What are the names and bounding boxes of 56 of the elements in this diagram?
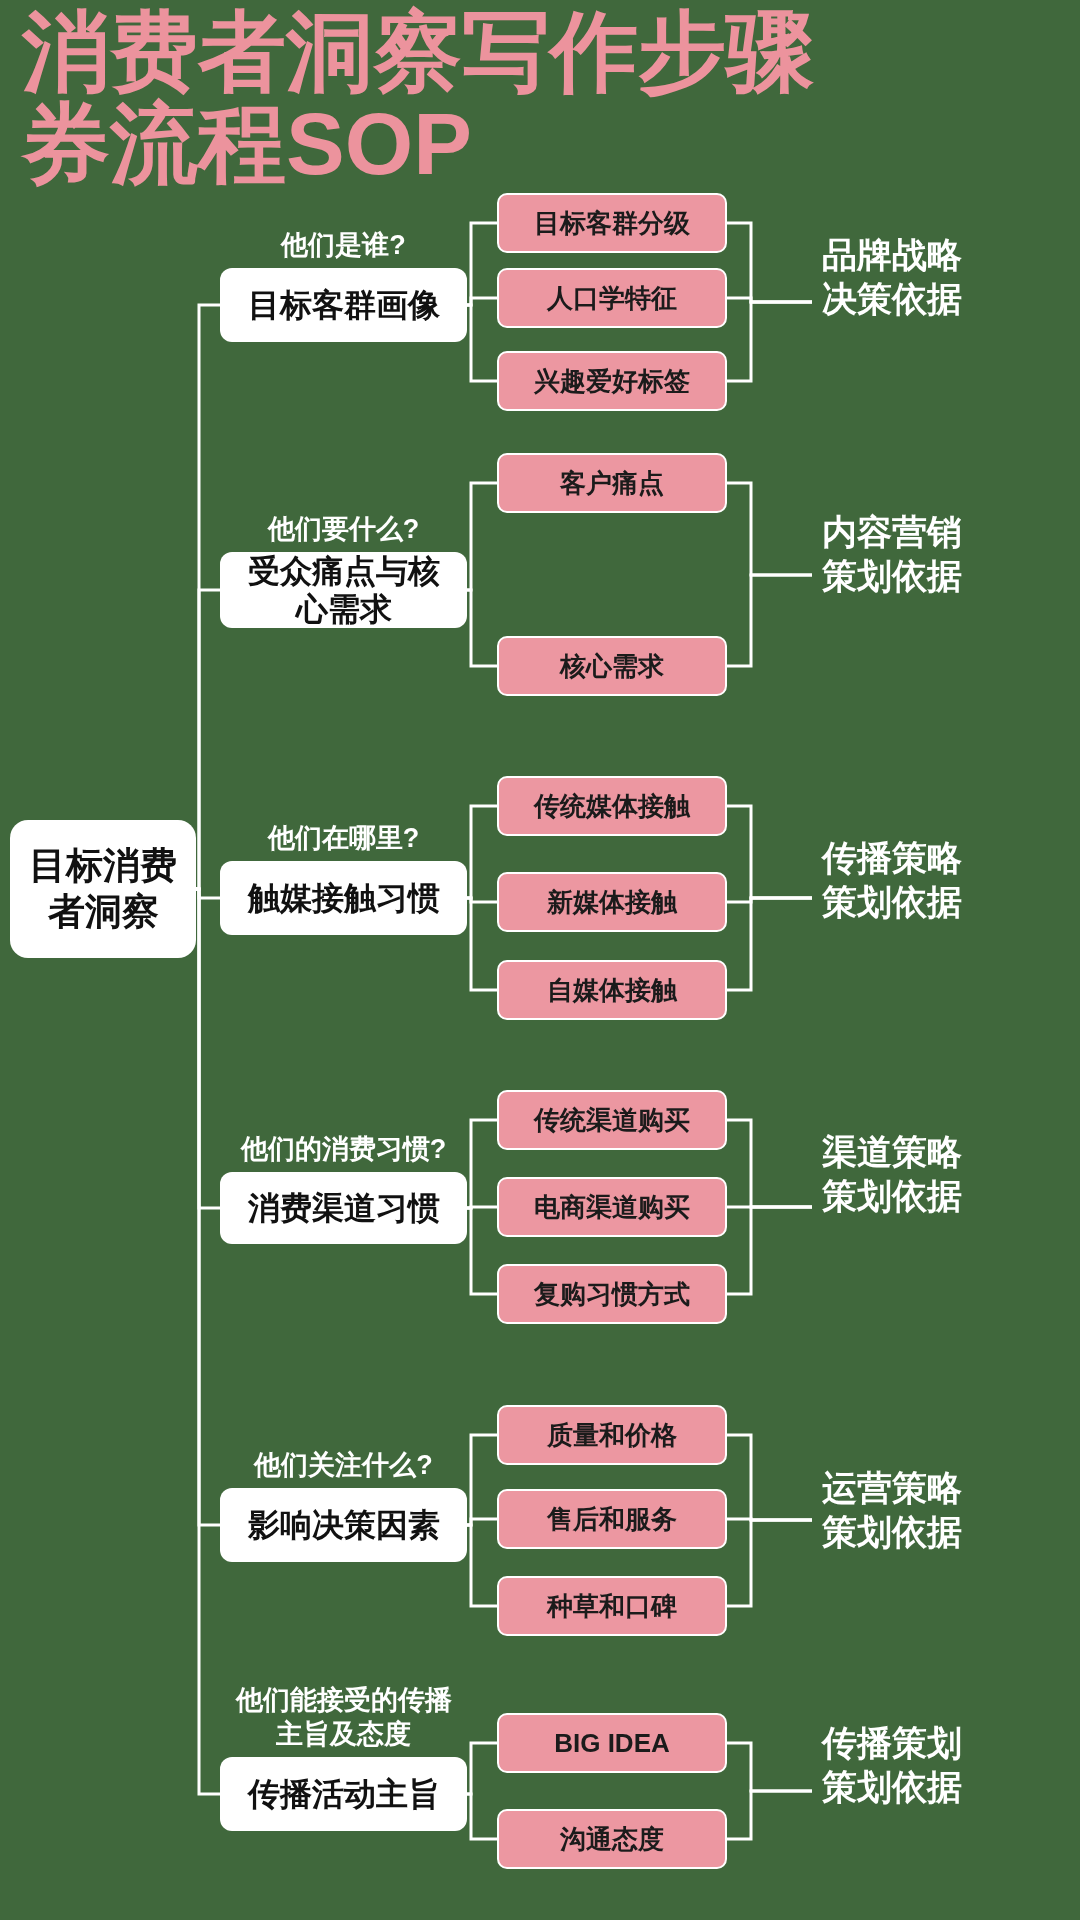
connector-line <box>727 300 812 383</box>
result-text: 渠道策略策划依据 <box>812 1130 972 1218</box>
connector-line <box>467 481 497 592</box>
connector-line <box>467 1205 497 1210</box>
connector-line <box>727 896 812 992</box>
item-box: 质量和价格 <box>497 1405 727 1465</box>
connector-line <box>727 1518 812 1608</box>
item-box: 种草和口碑 <box>497 1576 727 1636</box>
root-box: 目标消费者洞察 <box>10 820 196 958</box>
item-box: 传统渠道购买 <box>497 1090 727 1150</box>
item-box: 目标客群分级 <box>497 193 727 253</box>
connector-line <box>467 804 497 900</box>
connector-line <box>727 573 812 668</box>
question-text: 他们的消费习惯? <box>240 1133 447 1166</box>
topic-box: 受众痛点与核心需求 <box>220 552 467 628</box>
item-box: BIG IDEA <box>497 1713 727 1773</box>
connector-line <box>467 303 497 383</box>
topic-box: 影响决策因素 <box>220 1488 467 1562</box>
connector-line <box>727 1205 812 1296</box>
result-text: 运营策略策划依据 <box>812 1466 972 1554</box>
item-box: 兴趣爱好标签 <box>497 351 727 411</box>
item-box: 自媒体接触 <box>497 960 727 1020</box>
connector-line <box>467 1523 497 1608</box>
item-box: 客户痛点 <box>497 453 727 513</box>
title-text: 消费者洞察写作步骤券流程SOP <box>22 6 815 190</box>
question-text: 他们是谁? <box>281 229 406 262</box>
question-text: 他们在哪里? <box>267 822 420 855</box>
item-box: 复购习惯方式 <box>497 1264 727 1324</box>
result-text: 传播策略策划依据 <box>812 836 972 924</box>
item-box: 售后和服务 <box>497 1489 727 1549</box>
item-box: 传统媒体接触 <box>497 776 727 836</box>
item-box: 电商渠道购买 <box>497 1177 727 1237</box>
topic-box: 消费渠道习惯 <box>220 1172 467 1244</box>
item-box: 沟通态度 <box>497 1809 727 1869</box>
connector-line <box>467 1741 497 1796</box>
connector-line <box>467 1517 497 1527</box>
connector-line <box>194 887 220 1796</box>
result-text: 内容营销策划依据 <box>812 510 972 598</box>
item-box: 核心需求 <box>497 636 727 696</box>
connector-line <box>467 1792 497 1841</box>
item-box: 新媒体接触 <box>497 872 727 932</box>
question-text: 他们要什么? <box>267 513 420 546</box>
connector-line <box>727 1789 812 1841</box>
connector-line <box>195 588 220 891</box>
result-text: 品牌战略决策依据 <box>812 233 972 321</box>
topic-box: 目标客群画像 <box>220 268 467 342</box>
question-text: 他们能接受的传播主旨及态度 <box>234 1684 453 1751</box>
connector-line <box>467 896 497 992</box>
result-text: 传播策划策划依据 <box>812 1721 972 1809</box>
connector-line <box>467 296 497 307</box>
question-text: 他们关注什么? <box>254 1449 433 1482</box>
connector-line <box>467 1206 497 1296</box>
connector-line <box>467 588 497 668</box>
topic-box: 传播活动主旨 <box>220 1757 467 1831</box>
item-box: 人口学特征 <box>497 268 727 328</box>
topic-box: 触媒接触习惯 <box>220 861 467 935</box>
